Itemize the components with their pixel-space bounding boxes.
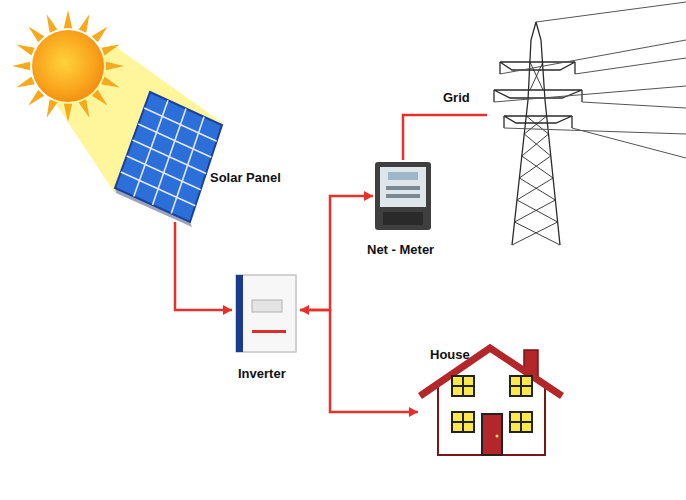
sun-ray bbox=[92, 90, 108, 106]
sun bbox=[32, 30, 104, 102]
panel-line bbox=[133, 140, 207, 174]
meter-base bbox=[383, 212, 423, 225]
meter-body bbox=[375, 162, 431, 230]
node-label: House bbox=[430, 347, 470, 363]
wire-line bbox=[403, 115, 487, 160]
sun-rays bbox=[12, 10, 124, 122]
inverter-display bbox=[252, 300, 282, 312]
sun-ray bbox=[16, 45, 34, 56]
wire-connector bbox=[403, 115, 487, 160]
node-label: Inverter bbox=[238, 366, 286, 382]
sun-ray bbox=[64, 104, 72, 122]
door-knob bbox=[496, 435, 499, 438]
inverter-strip bbox=[236, 275, 243, 352]
sun-ray bbox=[12, 62, 30, 70]
lattice-brace bbox=[524, 134, 551, 156]
lattice-brace bbox=[526, 116, 548, 134]
inverter-stripe bbox=[252, 330, 286, 333]
roof bbox=[420, 348, 562, 396]
arrowhead bbox=[223, 305, 232, 315]
lattice-brace bbox=[519, 156, 550, 178]
sun-ray bbox=[47, 14, 58, 32]
lattice-brace bbox=[522, 134, 549, 156]
lattice-brace bbox=[515, 222, 560, 245]
panel-line bbox=[144, 108, 217, 141]
lattice-brace bbox=[515, 200, 556, 222]
sun-ray bbox=[79, 99, 90, 117]
node-label: Grid bbox=[443, 90, 470, 106]
diagram-node: Solar Panel bbox=[115, 92, 222, 222]
panel-line bbox=[127, 156, 201, 190]
lattice-brace bbox=[512, 222, 558, 245]
diagram-node: Grid bbox=[487, 20, 587, 248]
panel-line bbox=[121, 172, 195, 206]
sun-ray bbox=[47, 99, 58, 117]
arrowhead bbox=[409, 407, 418, 417]
lattice-brace bbox=[522, 156, 553, 178]
solar-panel bbox=[115, 92, 222, 222]
wire-connector bbox=[300, 191, 373, 315]
diagram-node: House bbox=[418, 343, 565, 457]
wire-connector bbox=[175, 222, 232, 315]
pylon bbox=[494, 22, 582, 245]
wire-line bbox=[300, 310, 418, 412]
diagram-node: Inverter bbox=[232, 272, 300, 354]
wire-line bbox=[175, 222, 232, 310]
sun-ray bbox=[92, 26, 108, 42]
sun-ray bbox=[28, 26, 44, 42]
lattice-brace bbox=[519, 178, 555, 200]
meter-dial bbox=[386, 186, 420, 190]
sun-ray bbox=[101, 77, 119, 88]
lattice-brace bbox=[524, 116, 546, 134]
inverter-body bbox=[236, 275, 296, 352]
node-label: Net - Meter bbox=[367, 242, 434, 258]
pylon-lattice bbox=[512, 62, 560, 245]
lattice-brace bbox=[517, 178, 553, 200]
wire-line bbox=[300, 196, 373, 310]
meter-dial bbox=[386, 194, 420, 198]
diagram-node: Net - Meter bbox=[373, 160, 433, 232]
panel-cells bbox=[121, 100, 217, 213]
node-label: Solar Panel bbox=[210, 170, 281, 186]
panel-line bbox=[138, 124, 211, 157]
sun-ray bbox=[106, 62, 124, 70]
door bbox=[482, 414, 502, 455]
meter-face bbox=[380, 167, 426, 207]
power-lines bbox=[494, 2, 686, 158]
sun-ray bbox=[64, 10, 72, 28]
arrowhead bbox=[364, 191, 373, 201]
wire-connector bbox=[300, 310, 418, 417]
sun-ray bbox=[16, 77, 34, 88]
meter-display bbox=[388, 172, 418, 180]
lattice-brace bbox=[517, 200, 558, 222]
sun-ray bbox=[79, 14, 90, 32]
sun-ray bbox=[101, 45, 119, 56]
house-wall bbox=[438, 350, 545, 455]
sun-ray bbox=[28, 90, 44, 106]
